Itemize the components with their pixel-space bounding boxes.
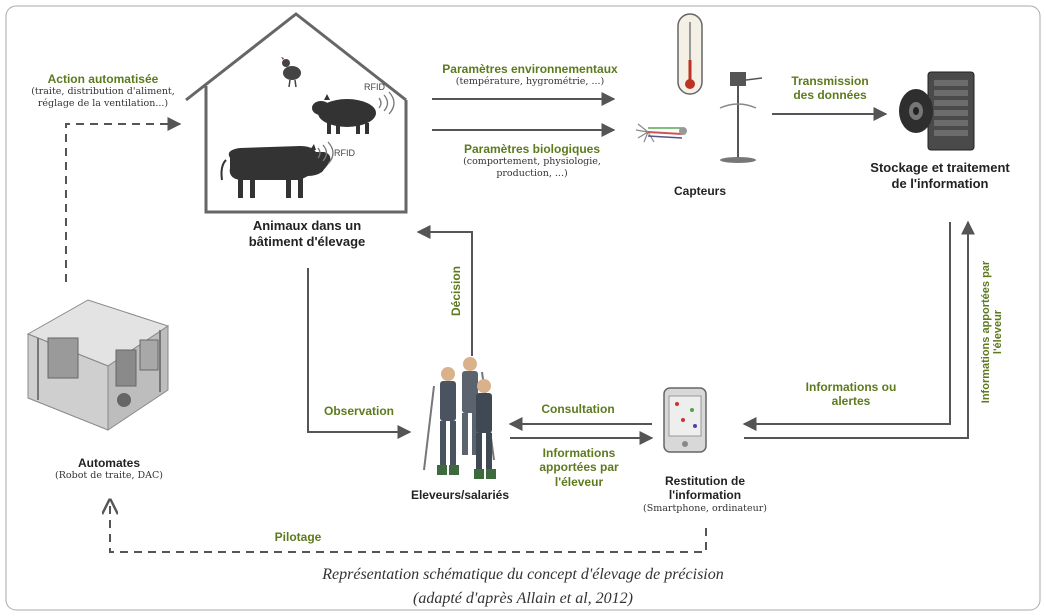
storage-label-line1: Stockage et traitement — [870, 160, 1010, 175]
farmers-label: Eleveurs/salariés — [410, 488, 510, 502]
thermometer-icon — [677, 13, 703, 95]
cow-icon — [220, 144, 331, 198]
bio-params-sub1: (comportement, physiologie, — [463, 156, 601, 168]
automated-action-title: Action automatisée — [47, 72, 159, 86]
milking-robot-icon — [26, 299, 170, 431]
weather-station-icon — [719, 72, 763, 163]
pilotage-arrow — [110, 500, 707, 553]
alerts-arrow — [742, 222, 951, 431]
bio-params-title: Paramètres biologiques — [463, 142, 601, 156]
alerts-label: Informations ou alertes — [786, 380, 916, 409]
pig-icon — [312, 94, 376, 134]
restitution-label: Restitution de l'information (Smartphone… — [630, 474, 780, 514]
alerts-line1: Informations ou — [805, 380, 897, 394]
bio-params-label: Paramètres biologiques (comportement, ph… — [432, 142, 632, 179]
automated-action-sub1: (traite, distribution d'aliment, — [31, 86, 175, 98]
consultation-label: Consultation — [541, 402, 615, 416]
chicken-icon — [281, 57, 301, 88]
diagram-caption-line2: (adapté d'après Allain et al, 2012) — [413, 590, 633, 607]
farmer-info-label: Informations apportées par l'éleveur — [524, 446, 634, 489]
storage-label: Stockage et traitement de l'information — [850, 160, 1030, 191]
farmers-icon — [423, 357, 496, 479]
rfid-cow-tag: RFID — [334, 148, 355, 158]
farmer-info-vertical-line1: Informations apportées par — [980, 260, 992, 404]
restitution-label-line2: l'information — [668, 488, 742, 503]
automated-action-arrow — [65, 117, 182, 282]
farmer-info-vertical-label: Informations apportées par l'éleveur — [980, 242, 1004, 422]
farmer-info-line3: l'éleveur — [554, 474, 604, 489]
restitution-sub-label: (Smartphone, ordinateur) — [643, 502, 767, 514]
automates-title: Automates — [77, 456, 140, 470]
transmission-label: Transmission des données — [780, 74, 880, 103]
farmer-info-vertical-arrow — [744, 220, 975, 439]
env-params-sub: (température, hygrométrie, ...) — [455, 76, 605, 88]
rfid-pig-tag: RFID — [364, 82, 385, 92]
decision-label: Décision — [449, 266, 463, 317]
farmer-info-line1: Informations — [542, 446, 616, 460]
transmission-line2: des données — [793, 88, 867, 103]
building-label-line2: bâtiment d'élevage — [248, 233, 366, 249]
smartphone-icon — [663, 387, 707, 453]
sensor-probe-icon — [635, 123, 687, 143]
decision-arrow — [416, 225, 473, 356]
automated-action-sub2: réglage de la ventilation...) — [37, 97, 169, 109]
server-icon — [927, 71, 975, 151]
pilotage-label: Pilotage — [274, 530, 322, 544]
transmission-line1: Transmission — [791, 74, 869, 88]
diagram-caption-line1: Représentation schématique du concept d'… — [322, 566, 724, 583]
farmer-info-vertical-line2: l'éleveur — [992, 309, 1004, 355]
alerts-line2: alertes — [831, 394, 871, 409]
automates-sub-label: (Robot de traite, DAC) — [55, 470, 163, 482]
observation-arrow — [307, 268, 412, 439]
automated-action-label: Action automatisée (traite, distribution… — [8, 72, 198, 109]
rfid-signal-cow-icon — [317, 141, 334, 165]
sensors-label: Capteurs — [673, 184, 726, 198]
building-label: Animaux dans un bâtiment d'élevage — [222, 218, 392, 249]
env-params-title: Paramètres environnementaux — [442, 62, 618, 76]
building-house — [185, 12, 408, 214]
rfid-signal-pig-icon — [378, 91, 395, 115]
observation-label: Observation — [323, 404, 395, 418]
automates-label: Automates (Robot de traite, DAC) — [24, 456, 194, 482]
farmer-info-line2: apportées par — [539, 460, 619, 475]
building-label-line1: Animaux dans un — [252, 218, 362, 233]
bio-params-sub2: production, ...) — [496, 167, 568, 179]
storage-label-line2: de l'information — [891, 175, 989, 191]
outer-frame — [5, 5, 1041, 611]
env-params-label: Paramètres environnementaux (température… — [420, 62, 640, 88]
restitution-label-line1: Restitution de — [665, 474, 745, 488]
disk-reel-icon — [899, 89, 933, 133]
